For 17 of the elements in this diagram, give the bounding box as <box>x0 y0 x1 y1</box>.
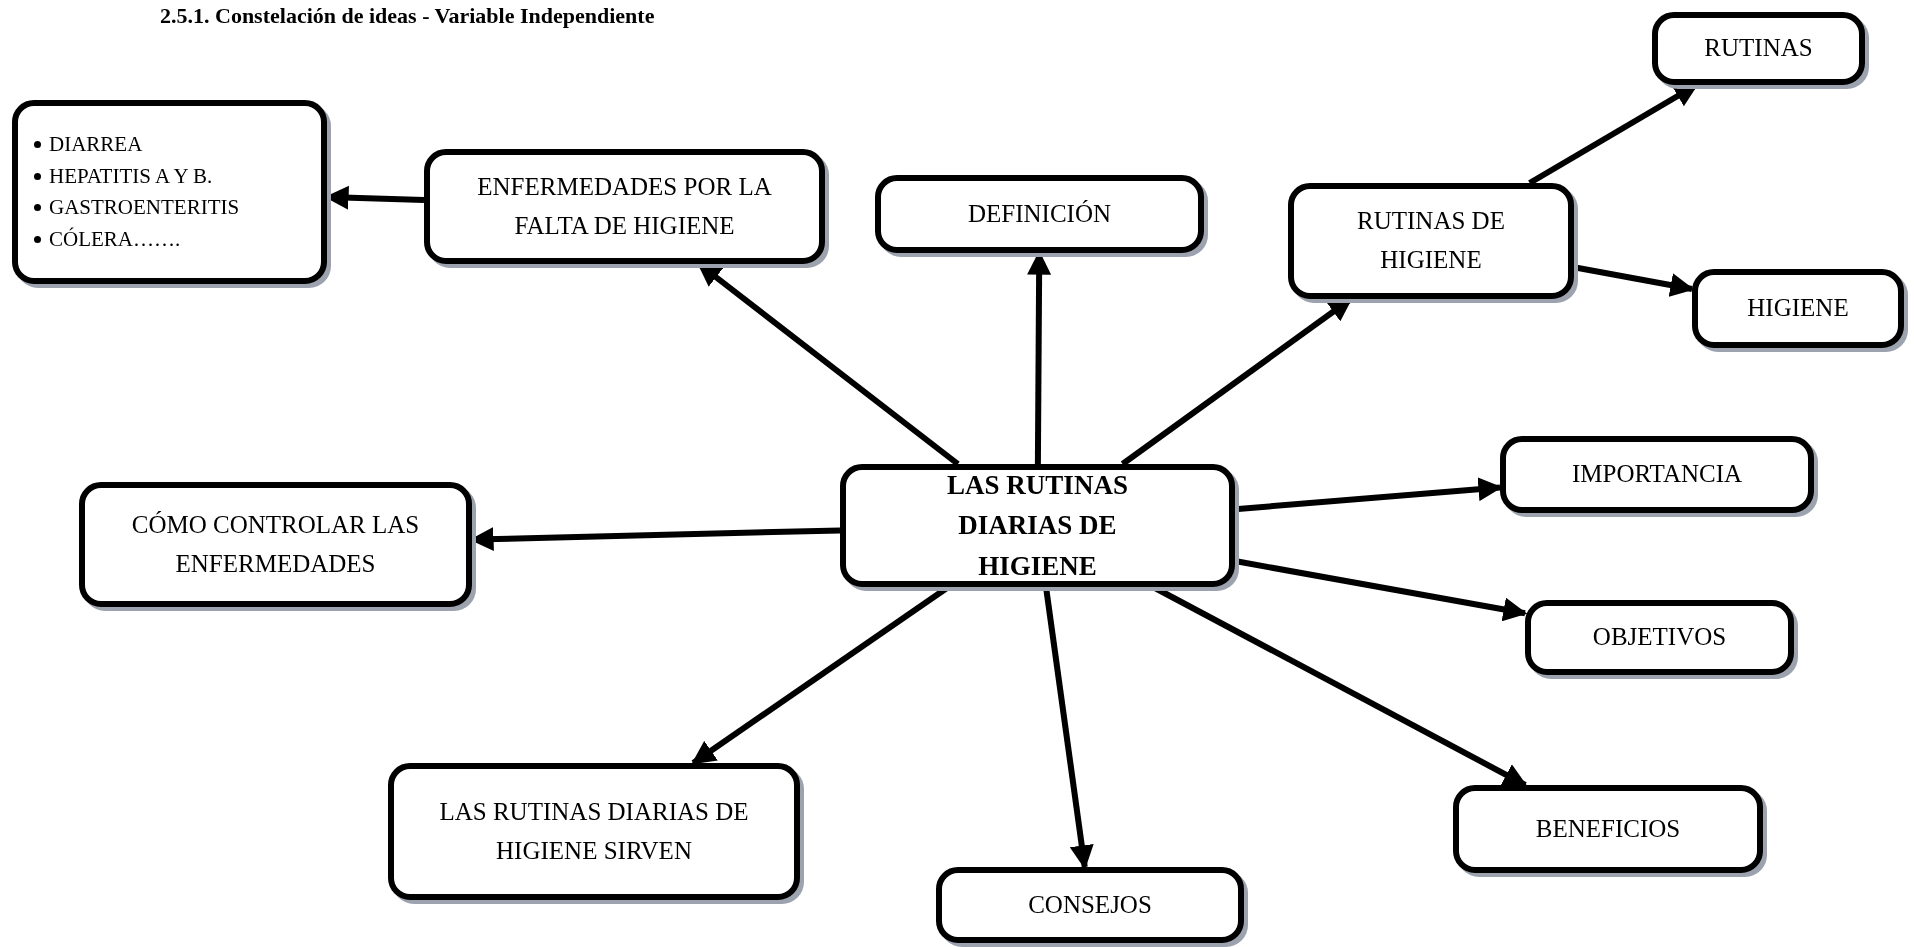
node-label: RUTINAS DE HIGIENE <box>1356 206 1506 275</box>
list-item: CÓLERA……. <box>49 225 181 253</box>
node-label: CONSEJOS <box>1028 889 1152 920</box>
node-label: DEFINICIÓN <box>967 198 1111 229</box>
node-label: IMPORTANCIA <box>1571 459 1743 490</box>
list-item: HEPATITIS A Y B. <box>49 162 213 190</box>
node-label: RUTINAS <box>1704 33 1813 64</box>
node-label: ENFERMEDADES POR LA FALTA DE HIGIENE <box>476 171 773 241</box>
node-label: CÓMO CONTROLAR LAS ENFERMEDADES <box>130 509 421 579</box>
node-label: LAS RUTINAS DIARIAS DE HIGIENE SIRVEN <box>438 796 750 866</box>
node-label: HIGIENE <box>1747 293 1849 324</box>
list-item: GASTROENTERITIS <box>49 194 240 221</box>
node-label: BENEFICIOS <box>1535 813 1681 844</box>
node-label: LAS RUTINAS DIARIAS DE HIGIENE <box>946 468 1129 583</box>
title: 2.5.1. Constelación de ideas - Variable Independiente <box>160 2 655 30</box>
node-label: OBJETIVOS <box>1592 622 1727 653</box>
list-item: DIARREA <box>49 131 143 158</box>
